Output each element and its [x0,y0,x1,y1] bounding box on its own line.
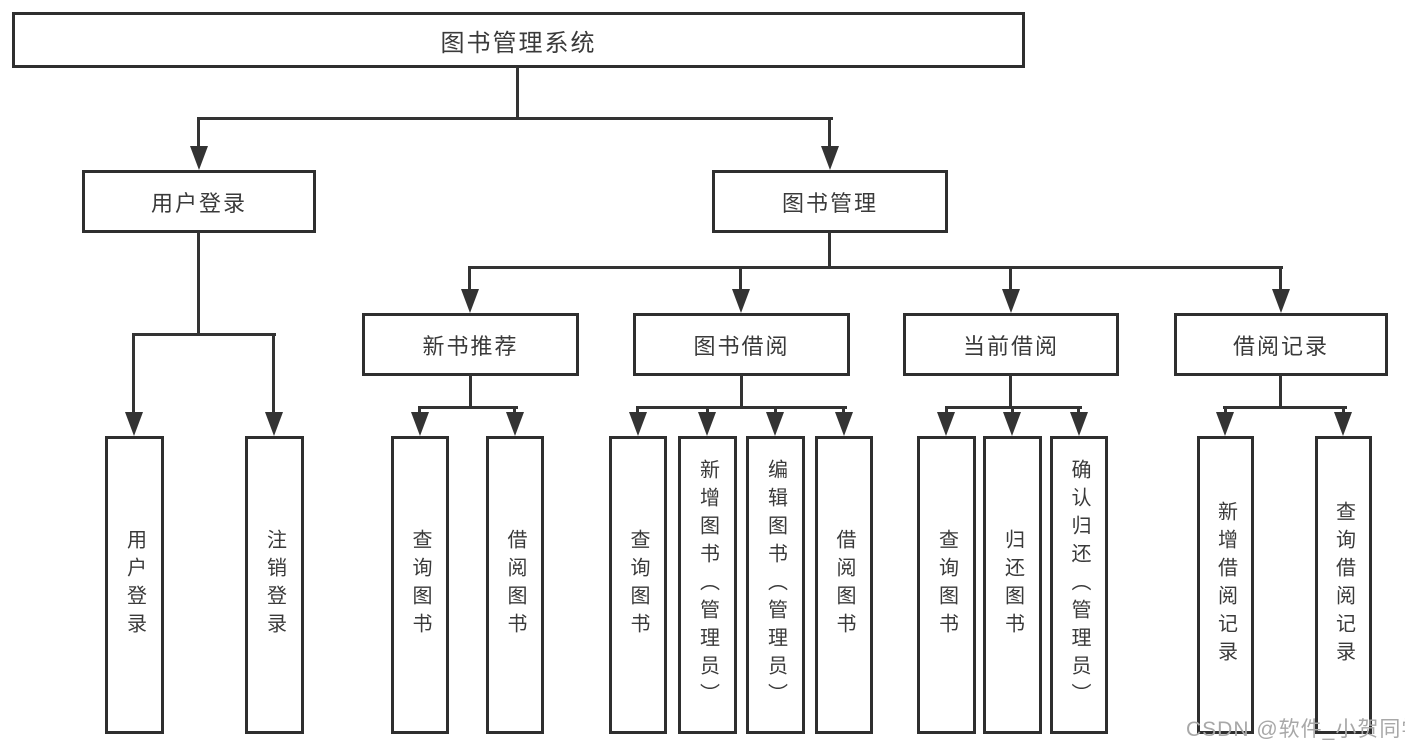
connector-line [468,266,471,293]
connector-line [1224,406,1227,416]
arrow-down-icon [629,412,647,436]
connector-line [418,406,518,409]
arrow-down-icon [698,412,716,436]
connector-line [842,406,845,416]
node-label: 图书管理系统 [440,29,597,57]
leaf-user-login: 用户登录 [105,436,164,734]
node-label: 归还图书 [1001,529,1024,641]
leaf-query-books-2: 查询图书 [609,436,667,734]
connector-line [516,67,519,119]
node-label: 图书借阅 [693,333,790,359]
arrow-down-icon [190,146,208,170]
leaf-confirm-return-admin: 确认归还（管理员） [1050,436,1108,734]
arrow-down-icon [766,412,784,436]
node-label: 借阅记录 [1232,333,1329,359]
arrow-down-icon [821,146,839,170]
node-root: 图书管理系统 [12,12,1025,68]
connector-line [1077,406,1080,416]
connector-line [197,117,833,120]
connector-line [1009,266,1012,293]
node-label: 查询图书 [935,529,958,641]
node-label: 用户登录 [123,529,146,641]
arrow-down-icon [411,412,429,436]
connector-line [1223,406,1347,409]
arrow-down-icon [1334,412,1352,436]
node-label: 用户登录 [150,190,247,216]
connector-line [1011,406,1014,416]
arrow-down-icon [125,412,143,436]
node-new-book-recommend: 新书推荐 [362,313,579,376]
leaf-query-books-1: 查询图书 [391,436,449,734]
node-borrow-records: 借阅记录 [1174,313,1388,376]
leaf-edit-book-admin: 编辑图书（管理员） [746,436,805,734]
connector-line [636,406,639,416]
node-current-borrow: 当前借阅 [903,313,1119,376]
node-label: 注销登录 [263,529,286,641]
arrow-down-icon [1070,412,1088,436]
connector-line [197,232,200,336]
connector-line [418,406,421,416]
connector-line [1279,266,1282,293]
arrow-down-icon [732,289,750,313]
leaf-query-books-3: 查询图书 [917,436,976,734]
connector-line [1342,406,1345,416]
arrow-down-icon [835,412,853,436]
arrow-down-icon [1272,289,1290,313]
node-label: 查询借阅记录 [1332,501,1355,669]
node-label: 新增图书（管理员） [696,459,719,711]
arrow-down-icon [506,412,524,436]
node-label: 确认归还（管理员） [1068,459,1090,711]
leaf-borrow-books-2: 借阅图书 [815,436,873,734]
node-book-management: 图书管理 [712,170,948,233]
connector-line [132,333,135,415]
connector-line [945,406,948,416]
node-label: 编辑图书（管理员） [764,459,787,711]
arrow-down-icon [937,412,955,436]
connector-line [468,266,1283,269]
node-label: 查询图书 [409,529,431,641]
connector-line [272,333,275,415]
leaf-return-book: 归还图书 [983,436,1042,734]
connector-line [1279,374,1282,409]
connector-line [828,232,831,269]
csdn-watermark: CSDN @软件_小贺同学 [1186,718,1405,741]
arrow-down-icon [1002,289,1020,313]
connector-line [513,406,516,416]
connector-line [1009,374,1012,409]
connector-line [469,374,472,409]
node-label: 当前借阅 [962,333,1059,359]
leaf-logout: 注销登录 [245,436,304,734]
connector-line [739,266,742,293]
arrow-down-icon [461,289,479,313]
node-label: 查询图书 [627,529,649,641]
arrow-down-icon [1003,412,1021,436]
connector-line [197,117,200,149]
node-label: 新增借阅记录 [1214,501,1237,669]
connector-line [828,117,831,149]
leaf-add-book-admin: 新增图书（管理员） [678,436,737,734]
leaf-add-borrow-record: 新增借阅记录 [1197,436,1254,734]
connector-line [132,333,276,336]
connector-line [636,406,847,409]
connector-line [740,374,743,409]
node-label: 新书推荐 [422,333,519,359]
node-book-borrow: 图书借阅 [633,313,850,376]
node-label: 借阅图书 [504,529,526,641]
node-label: 图书管理 [781,190,878,216]
arrow-down-icon [265,412,283,436]
connector-line [706,406,709,416]
connector-line [774,406,777,416]
leaf-borrow-books-1: 借阅图书 [486,436,544,734]
node-user-login: 用户登录 [82,170,316,233]
leaf-query-borrow-record: 查询借阅记录 [1315,436,1372,734]
arrow-down-icon [1216,412,1234,436]
node-label: 借阅图书 [833,529,855,641]
